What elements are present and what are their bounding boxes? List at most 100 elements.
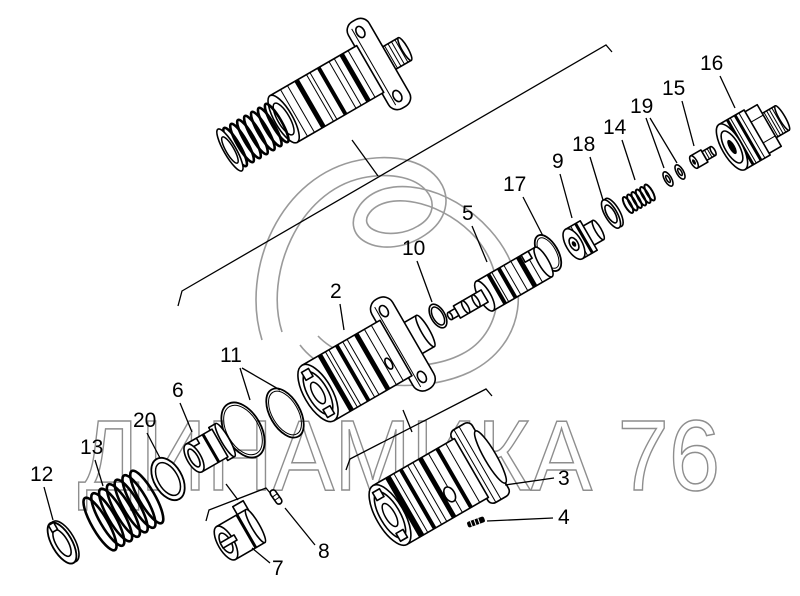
plunger-groove <box>515 255 538 288</box>
housing-groove <box>294 79 326 129</box>
callout-5: 5 <box>462 202 474 225</box>
leader-16 <box>719 75 736 109</box>
housing-front-face <box>267 94 301 144</box>
cup-groove <box>201 433 221 463</box>
flange-edge <box>351 28 397 106</box>
plunger-ridges <box>491 252 543 302</box>
o-ring-inner <box>268 390 302 436</box>
part-15-small-fitting <box>688 145 717 170</box>
barrel-groove <box>317 353 354 412</box>
pin-stripes <box>469 517 481 527</box>
spring-coil <box>235 118 263 160</box>
spring-coil <box>89 491 126 548</box>
bracket-middle-leader <box>402 409 413 433</box>
callout-16: 16 <box>700 52 723 75</box>
small-fitting-hole <box>692 159 696 165</box>
leader-lines <box>43 75 736 564</box>
barrel-groove <box>334 344 371 402</box>
flange-hole-lower <box>392 89 403 103</box>
callout-8: 8 <box>318 540 330 563</box>
fitting-threads <box>763 107 787 137</box>
barrel-rear-face <box>414 314 436 348</box>
leader-9 <box>559 173 573 219</box>
grouping-brackets <box>177 44 613 522</box>
housing-flange-edges <box>453 426 502 503</box>
fitting-bore <box>727 139 737 155</box>
watermark-logo-swirl-outer <box>255 156 520 387</box>
spring-coil <box>97 487 134 543</box>
bracket-lower-leader <box>225 483 239 501</box>
leader-19 <box>645 117 678 169</box>
fitting-ridges <box>729 112 766 164</box>
leader-13 <box>94 459 104 487</box>
leader-6 <box>179 402 193 433</box>
ring-outer <box>150 456 186 502</box>
barrel-bore <box>309 381 327 405</box>
barrel-castellation <box>300 367 336 419</box>
spring-coil <box>643 183 656 202</box>
part-19-washer <box>662 171 674 187</box>
housing-port <box>442 486 457 503</box>
pin-mark <box>272 493 280 501</box>
spring-coil <box>82 496 118 552</box>
callout-3: 3 <box>558 467 570 490</box>
leader-3 <box>504 477 555 486</box>
pin-body <box>269 489 283 505</box>
fitting-end-face <box>773 104 791 132</box>
spring-coil <box>263 102 290 144</box>
bracket-middle <box>345 388 493 471</box>
barrel-ridges <box>324 325 404 408</box>
plunger-rod-ring <box>460 300 471 314</box>
leader-8 <box>284 507 316 546</box>
part-12-spring-plate <box>46 520 80 565</box>
leader-2 <box>339 303 345 331</box>
sleeve-rear-end <box>244 508 267 544</box>
plunger-notch <box>520 250 533 264</box>
housing-rear-end <box>473 430 508 484</box>
washer-hole <box>676 167 684 177</box>
spring-coil <box>105 482 142 539</box>
callout-14: 14 <box>603 116 627 139</box>
seat-groove <box>574 222 594 254</box>
part-7-rotating-sleeve <box>213 499 267 561</box>
stub-thread-lines <box>384 39 409 69</box>
part-18-washer <box>600 197 624 229</box>
callout-15: 15 <box>662 77 685 100</box>
callout-13: 13 <box>80 436 103 459</box>
callout-12: 12 <box>30 463 53 486</box>
part-11-o-ring <box>265 387 305 439</box>
plunger-groove <box>486 273 507 305</box>
seat-stub-end <box>591 219 606 241</box>
housing-groove <box>385 475 425 538</box>
part-10-ring <box>428 303 448 329</box>
callout-4: 4 <box>558 506 570 529</box>
washer-hole <box>604 204 618 224</box>
part-14-valve-spring <box>621 183 656 214</box>
ring-inner <box>154 461 182 497</box>
housing-bore <box>381 502 399 528</box>
housing-groove <box>398 468 437 530</box>
callout-6: 6 <box>172 379 184 402</box>
stub-end-face <box>397 36 413 62</box>
callout-17: 17 <box>503 173 526 196</box>
callout-20: 20 <box>133 409 156 432</box>
part-20-ring <box>150 456 186 502</box>
bracket-top <box>177 44 613 307</box>
callout-7: 7 <box>272 557 284 580</box>
housing-ridges <box>280 50 376 137</box>
plunger-rod-ring <box>471 294 481 308</box>
housing-groove <box>435 447 473 509</box>
callout-labels: 16 15 19 14 18 9 17 5 10 2 11 6 20 13 12… <box>30 52 723 580</box>
assembled-pump-section <box>216 17 413 172</box>
callout-2: 2 <box>330 280 342 303</box>
spring-coil <box>228 122 256 164</box>
barrel-flange-edge <box>374 306 422 388</box>
seat-hole <box>571 241 577 247</box>
housing-groove <box>418 457 457 519</box>
watermark-logo-swirl-inner <box>276 174 499 367</box>
sleeve-groove <box>235 514 258 549</box>
part-16-union-fitting <box>715 103 791 171</box>
callout-10: 10 <box>402 237 425 260</box>
spring-coil <box>113 478 149 534</box>
